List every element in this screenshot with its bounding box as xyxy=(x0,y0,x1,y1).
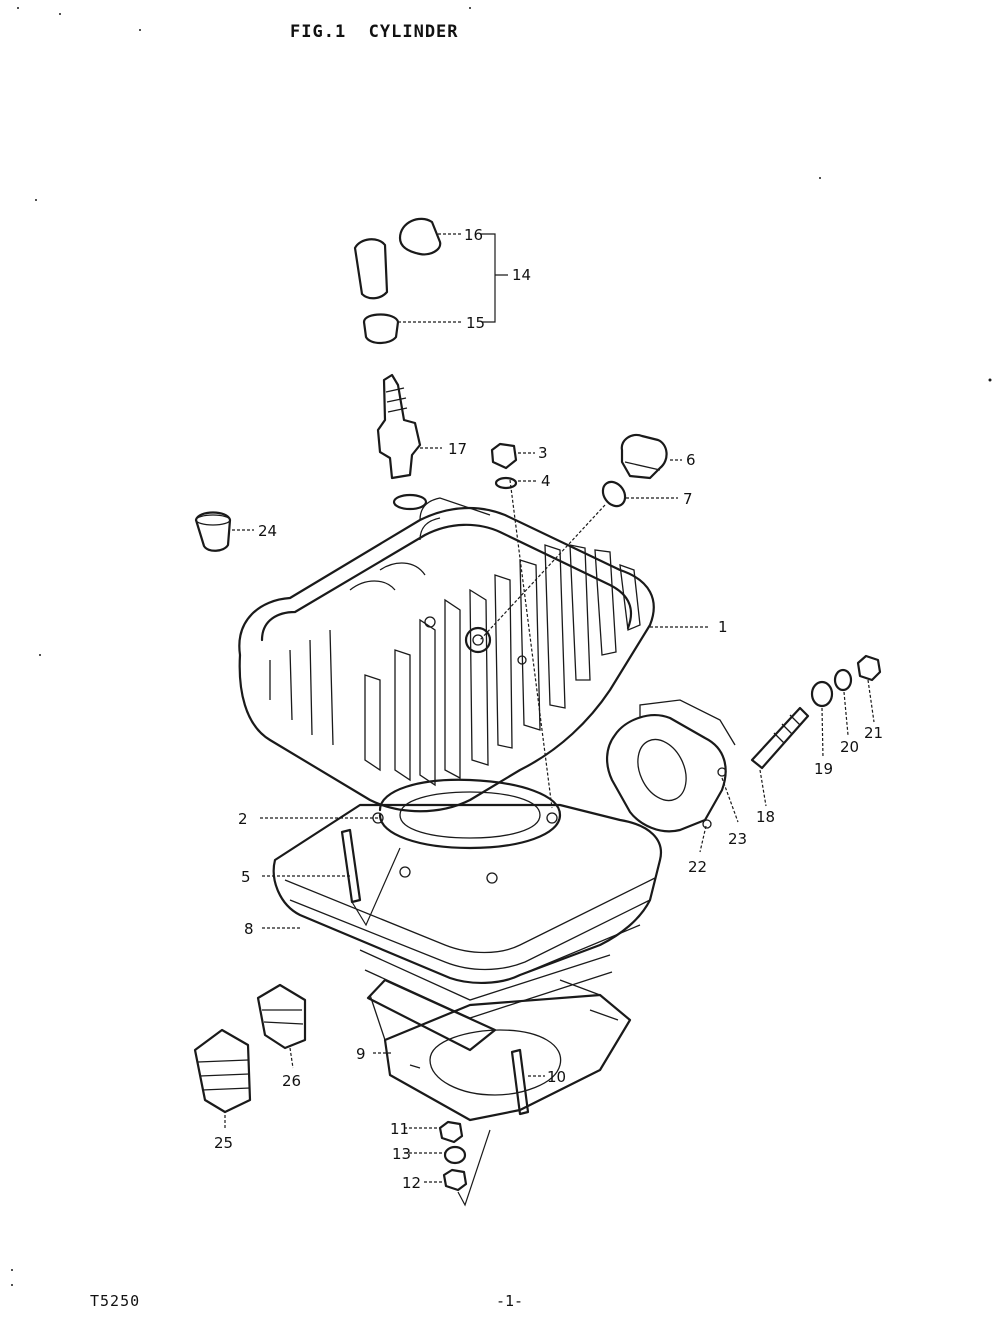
cylinder-barrel xyxy=(272,699,736,1122)
callout-24: 24 xyxy=(258,522,277,540)
page-number: -1- xyxy=(496,1292,524,1310)
figure-title: FIG.1 CYLINDER xyxy=(290,22,459,42)
callout-15: 15 xyxy=(466,314,485,332)
callout-10: 10 xyxy=(547,1068,566,1086)
callout-17: 17 xyxy=(448,440,467,458)
callout-5: 5 xyxy=(241,868,251,886)
scan-specks xyxy=(11,7,992,1286)
callout-21: 21 xyxy=(864,724,883,742)
cylinder-head xyxy=(238,497,655,813)
callout-18: 18 xyxy=(756,808,775,826)
callout-8: 8 xyxy=(244,920,254,938)
callout-19: 19 xyxy=(814,760,833,778)
callout-1: 1 xyxy=(718,618,728,636)
callout-9: 9 xyxy=(356,1045,366,1063)
callout-23: 23 xyxy=(728,830,747,848)
callout-7: 7 xyxy=(683,490,693,508)
callout-22: 22 xyxy=(688,858,707,876)
callout-2: 2 xyxy=(238,810,248,828)
small-parts xyxy=(193,217,882,1192)
callout-13: 13 xyxy=(392,1145,411,1163)
callout-labels: 1 2 3 4 5 6 7 8 9 10 11 12 13 14 15 16 1… xyxy=(214,226,883,1192)
callout-20: 20 xyxy=(840,738,859,756)
callout-25: 25 xyxy=(214,1134,233,1152)
callout-12: 12 xyxy=(402,1174,421,1192)
callout-14: 14 xyxy=(512,266,531,284)
callout-11: 11 xyxy=(390,1120,409,1138)
callout-3: 3 xyxy=(538,444,548,462)
callout-4: 4 xyxy=(541,472,551,490)
callout-26: 26 xyxy=(282,1072,301,1090)
leader-lines xyxy=(224,233,875,1207)
callout-16: 16 xyxy=(464,226,483,244)
model-code: T5250 xyxy=(90,1292,141,1310)
callout-6: 6 xyxy=(686,451,696,469)
